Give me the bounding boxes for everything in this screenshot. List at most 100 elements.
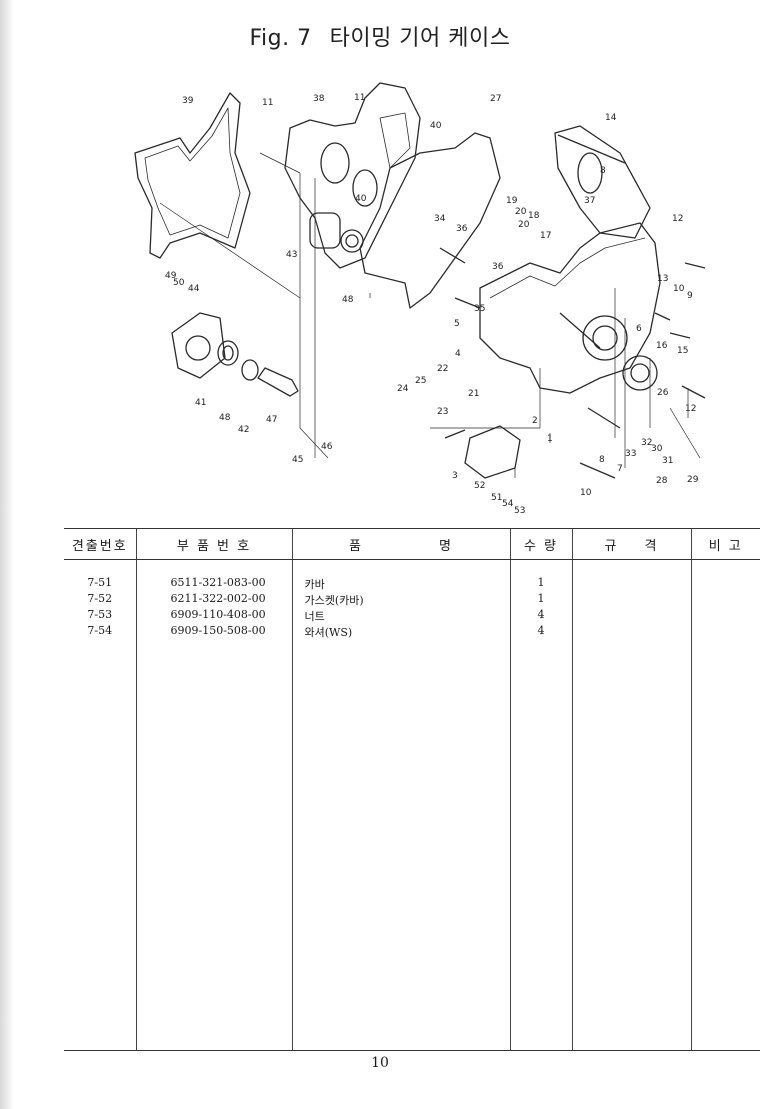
svg-text:31: 31 (662, 456, 673, 466)
svg-text:4: 4 (455, 349, 461, 359)
svg-text:7: 7 (617, 464, 623, 474)
row-part-name: 가스켓(카바) (291, 592, 510, 608)
callout-numbers: 39 11 38 11 27 40 14 40 19 20 18 20 17 3… (165, 93, 699, 516)
svg-text:36: 36 (492, 262, 504, 272)
row-spec (571, 624, 691, 640)
svg-text:28: 28 (656, 476, 668, 486)
row-quantity: 1 (509, 592, 572, 608)
svg-text:42: 42 (238, 425, 249, 435)
row-quantity: 1 (509, 576, 572, 592)
svg-text:53: 53 (514, 506, 525, 516)
seal-housing (171, 312, 226, 379)
svg-text:13: 13 (657, 274, 668, 284)
oil-pump-cover (464, 425, 521, 479)
row-part-number: 6211-322-002-00 (135, 592, 292, 608)
svg-text:23: 23 (437, 407, 448, 417)
svg-text:47: 47 (266, 415, 277, 425)
row-part-number: 6909-150-508-00 (135, 624, 292, 640)
svg-text:36: 36 (456, 224, 468, 234)
svg-text:14: 14 (605, 113, 617, 123)
svg-text:19: 19 (506, 196, 518, 206)
front-plate-outline (284, 82, 421, 269)
row-part-number: 6511-321-083-00 (135, 576, 292, 592)
figure-label: Fig. 7 (249, 26, 312, 51)
svg-text:15: 15 (677, 346, 688, 356)
svg-text:43: 43 (286, 250, 297, 260)
small-cover (554, 125, 651, 239)
svg-text:22: 22 (437, 364, 448, 374)
svg-text:29: 29 (687, 475, 699, 485)
gasket-outline (134, 92, 251, 259)
figure-name: 타이밍 기어 케이스 (329, 26, 511, 51)
svg-text:40: 40 (355, 194, 367, 204)
svg-text:54: 54 (502, 499, 514, 509)
svg-text:38: 38 (313, 94, 325, 104)
svg-text:51: 51 (491, 493, 502, 503)
row-part-name: 너트 (291, 608, 510, 624)
table-header-row: 견출번호 부 품 번 호 품 명 수 량 규 격 비 고 (64, 528, 760, 560)
svg-text:17: 17 (540, 231, 551, 241)
svg-text:6: 6 (636, 324, 642, 334)
page-number: 10 (371, 1055, 389, 1071)
svg-text:11: 11 (262, 98, 273, 108)
row-remarks (690, 592, 760, 608)
svg-text:34: 34 (434, 214, 446, 224)
row-index-no: 7-53 (87, 608, 113, 621)
row-spec (571, 592, 691, 608)
svg-text:3: 3 (452, 471, 458, 481)
pump-gear (309, 212, 341, 249)
svg-text:8: 8 (599, 455, 605, 465)
row-quantity: 4 (509, 624, 572, 640)
header-quantity: 수 량 (509, 528, 572, 560)
row-remarks (690, 576, 760, 592)
row-spec (571, 576, 691, 592)
row-index-no: 7-54 (87, 624, 113, 637)
svg-text:8: 8 (600, 166, 606, 176)
svg-text:21: 21 (468, 389, 479, 399)
table-row: 7-54 6909-150-508-00 와셔(WS) 4 (64, 624, 760, 640)
table-row: 7-52 6211-322-002-00 가스켓(카바) 1 (64, 592, 760, 608)
row-part-number: 6909-110-408-00 (135, 608, 292, 624)
row-index-no: 7-52 (87, 592, 113, 605)
svg-text:18: 18 (528, 211, 540, 221)
timing-gear-case-drawing: 39 11 38 11 27 40 14 40 19 20 18 20 17 3… (134, 82, 706, 516)
parts-list-table: 견출번호 부 품 번 호 품 명 수 량 규 격 비 고 7-51 6511-3… (64, 528, 760, 1051)
svg-text:50: 50 (173, 278, 185, 288)
svg-text:39: 39 (182, 96, 194, 106)
svg-text:10: 10 (673, 284, 685, 294)
row-quantity: 4 (509, 608, 572, 624)
svg-text:9: 9 (687, 291, 693, 301)
svg-text:41: 41 (195, 398, 206, 408)
svg-text:46: 46 (321, 442, 333, 452)
svg-text:32: 32 (641, 438, 652, 448)
svg-text:48: 48 (342, 295, 354, 305)
header-remarks: 비 고 (690, 528, 760, 560)
svg-text:52: 52 (474, 481, 485, 491)
gear-shaft (257, 367, 299, 397)
row-part-name: 카바 (291, 576, 510, 592)
svg-text:48: 48 (219, 413, 231, 423)
svg-text:45: 45 (292, 455, 303, 465)
svg-text:49: 49 (165, 271, 177, 281)
svg-text:16: 16 (656, 341, 668, 351)
header-spec: 규 격 (571, 528, 691, 560)
svg-text:5: 5 (454, 319, 460, 329)
svg-text:10: 10 (580, 488, 592, 498)
svg-text:24: 24 (397, 384, 409, 394)
svg-text:26: 26 (657, 388, 669, 398)
svg-text:25: 25 (415, 376, 426, 386)
svg-text:1: 1 (547, 434, 553, 444)
figure-title: Fig. 7 타이밍 기어 케이스 (0, 20, 760, 52)
row-part-name: 와셔(WS) (291, 624, 510, 640)
svg-text:12: 12 (672, 214, 683, 224)
row-remarks (690, 624, 760, 640)
svg-text:33: 33 (625, 449, 636, 459)
exploded-parts-diagram: 39 11 38 11 27 40 14 40 19 20 18 20 17 3… (60, 58, 760, 520)
svg-text:27: 27 (490, 94, 501, 104)
header-part-name: 품 명 (291, 528, 510, 560)
table-row: 7-51 6511-321-083-00 카바 1 (64, 576, 760, 592)
row-spec (571, 608, 691, 624)
svg-text:40: 40 (430, 121, 442, 131)
binding-edge-shadow (0, 0, 14, 1109)
table-row: 7-53 6909-110-408-00 너트 4 (64, 608, 760, 624)
